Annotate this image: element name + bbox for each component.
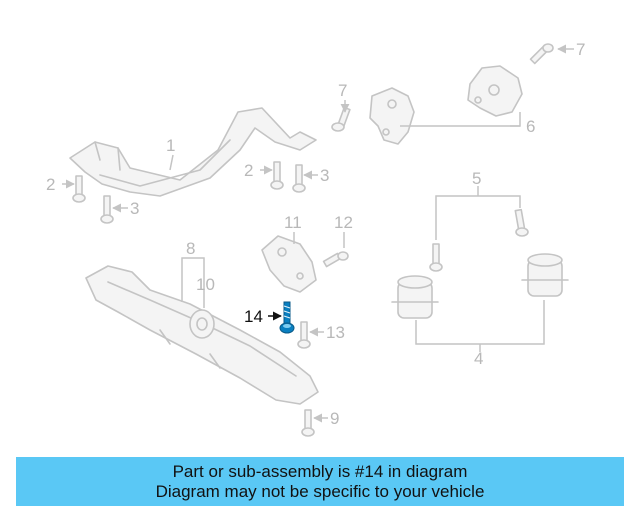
callout-10: 10: [196, 275, 215, 294]
leader-4: [415, 300, 545, 345]
callout-3-mid: 3: [320, 166, 329, 185]
leader-5: [435, 195, 521, 240]
banner-line-1: Part or sub-assembly is #14 in diagram: [172, 461, 468, 481]
leader-1: [169, 154, 174, 171]
bolt-part-2-left: [72, 175, 86, 203]
engine-mount-part-4-left: [391, 275, 439, 319]
callout-13: 13: [326, 323, 345, 342]
callout-7-left: 7: [338, 81, 347, 100]
callout-8: 8: [186, 239, 195, 258]
callout-2-left: 2: [46, 175, 55, 194]
bolt-part-9: [301, 409, 315, 437]
callout-7-right: 7: [576, 40, 585, 59]
callout-5: 5: [472, 169, 481, 188]
info-banner: Part or sub-assembly is #14 in diagram D…: [16, 457, 624, 506]
leader-8: [181, 257, 205, 308]
callout-4: 4: [474, 349, 483, 368]
callout-11: 11: [284, 213, 302, 232]
banner-line-2: Diagram may not be specific to your vehi…: [155, 481, 485, 501]
parts-diagram: 1 2 3 2 3 7 7: [46, 40, 585, 437]
callout-12: 12: [334, 213, 353, 232]
bolt-part-12: [322, 251, 349, 268]
bolt-part-3-mid: [292, 164, 306, 193]
bushing-part-10: [189, 309, 215, 339]
bolt-part-5-right: [514, 208, 529, 237]
callout-6: 6: [526, 117, 535, 136]
crossmember-part-1: [69, 107, 317, 197]
bolt-part-7-left: [331, 106, 351, 132]
bolt-part-13: [297, 321, 311, 349]
engine-mount-part-4-right: [521, 253, 569, 297]
bolt-part-3-left: [100, 195, 114, 224]
bolt-part-14-highlighted[interactable]: [279, 301, 295, 334]
bracket-part-6-left: [369, 87, 415, 145]
callout-3-left: 3: [130, 199, 139, 218]
bracket-part-6-right: [467, 65, 523, 117]
callout-14: 14: [244, 307, 263, 326]
bracket-part-11: [261, 235, 317, 293]
bolt-part-2-mid: [270, 161, 284, 190]
bolt-part-5-left: [429, 243, 443, 272]
callout-2-mid: 2: [244, 161, 253, 180]
bolt-part-7-right: [529, 43, 554, 65]
callout-1: 1: [166, 136, 175, 155]
callout-9: 9: [330, 409, 339, 428]
